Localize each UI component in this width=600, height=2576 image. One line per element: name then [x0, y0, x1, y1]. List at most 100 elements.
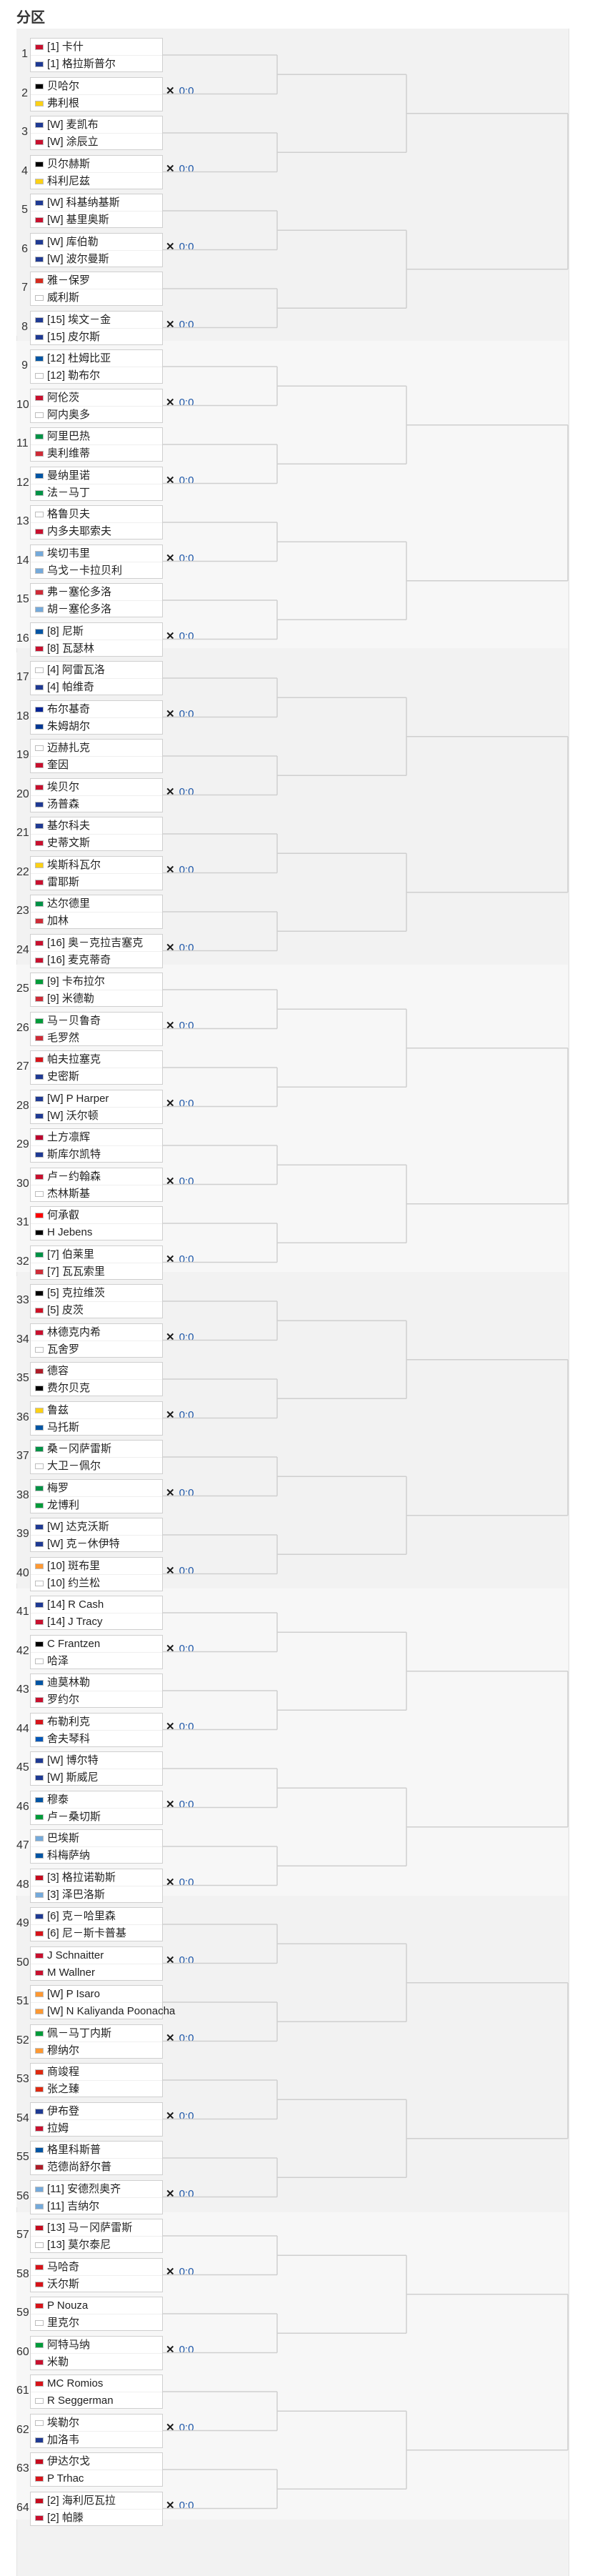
- player-entry[interactable]: [2] 海利厄瓦拉[2] 帕滕: [30, 2491, 163, 2526]
- player-row-top: 商竣程: [31, 2064, 162, 2081]
- player-entry[interactable]: [8] 尼斯[8] 瓦瑟林: [30, 622, 163, 657]
- player-row-top: [W] 达克沃斯: [31, 1518, 162, 1536]
- player-entry[interactable]: [W] 库伯勒[W] 波尔曼斯: [30, 232, 163, 267]
- player-entry[interactable]: 帕夫拉塞克史密斯: [30, 1050, 163, 1085]
- player-entry[interactable]: 马－贝鲁奇毛罗然: [30, 1011, 163, 1046]
- player-entry[interactable]: 卢－约翰森杰林斯基: [30, 1167, 163, 1202]
- player-entry[interactable]: 伊布登拉姆: [30, 2102, 163, 2137]
- seed-number: 49: [16, 1917, 29, 1929]
- player-entry[interactable]: 阿伦茨阿内奥多: [30, 388, 163, 423]
- player-entry[interactable]: 布尔基奇朱姆胡尔: [30, 700, 163, 735]
- player-entry[interactable]: 迪莫林勒罗约尔: [30, 1674, 163, 1708]
- seed-number: 58: [16, 2267, 29, 2280]
- player-entry[interactable]: [W] 麦凯布[W] 涂辰立: [30, 116, 163, 150]
- player-entry[interactable]: 佩－马丁内斯穆纳尔: [30, 2024, 163, 2059]
- player-name: 加林: [47, 915, 69, 927]
- player-entry[interactable]: [14] R Cash[14] J Tracy: [30, 1596, 163, 1630]
- flag-icon: [35, 879, 44, 885]
- player-entry[interactable]: [12] 杜姆比亚[12] 勒布尔: [30, 349, 163, 384]
- player-name: 梅罗: [47, 1481, 69, 1494]
- player-entry[interactable]: [W] 博尔特[W] 斯威尼: [30, 1751, 163, 1786]
- player-entry[interactable]: 巴埃斯科梅萨纳: [30, 1829, 163, 1864]
- player-entry[interactable]: 穆泰卢－桑切斯: [30, 1790, 163, 1825]
- player-entry[interactable]: [4] 阿雷瓦洛[4] 帕维奇: [30, 661, 163, 695]
- player-name: 鲁兹: [47, 1403, 69, 1416]
- player-entry[interactable]: 桑－冈萨雷斯大卫－佩尔: [30, 1440, 163, 1474]
- player-entry[interactable]: [W] P Isaro[W] N Kaliyanda Poonacha: [30, 1985, 175, 2019]
- flag-icon: [35, 996, 44, 1003]
- player-entry[interactable]: 商竣程张之臻: [30, 2063, 163, 2097]
- player-entry[interactable]: [6] 克－哈里森[6] 尼－斯卡普基: [30, 1907, 163, 1941]
- player-entry[interactable]: 弗－塞伦多洛胡－塞伦多洛: [30, 583, 163, 617]
- player-entry[interactable]: [13] 马－冈萨雷斯[13] 莫尔泰尼: [30, 2219, 163, 2253]
- player-name: 贝哈尔: [47, 79, 80, 92]
- player-entry[interactable]: [11] 安德烈奥齐 [11] 吉纳尔: [30, 2179, 163, 2215]
- player-entry[interactable]: 曼纳里诺法－马丁: [30, 466, 163, 501]
- player-entry[interactable]: 格鲁贝夫内多夫耶索夫: [30, 505, 163, 539]
- player-row-bottom: 史蒂文斯: [31, 835, 162, 852]
- player-entry[interactable]: 埃切韦里乌戈－卡拉贝利: [30, 544, 163, 579]
- flag-icon: [35, 2225, 44, 2232]
- player-entry[interactable]: 埃贝尔汤普森: [30, 777, 163, 812]
- player-entry[interactable]: [1] 卡什[1] 格拉斯普尔: [30, 38, 163, 72]
- player-row-bottom: [1] 格拉斯普尔: [31, 56, 162, 73]
- player-entry[interactable]: [W] 科基纳基斯[W] 基里奥斯: [30, 194, 163, 228]
- flag-icon: [35, 2203, 44, 2209]
- player-entry[interactable]: 马哈奇沃尔斯: [30, 2257, 163, 2292]
- player-entry[interactable]: 林德克内希瓦舍罗: [30, 1323, 163, 1358]
- flag-icon: [35, 1095, 44, 1102]
- player-entry[interactable]: 埃勒尔加洛韦: [30, 2413, 163, 2448]
- player-entry[interactable]: 雅－保罗威利斯: [30, 272, 163, 306]
- player-entry[interactable]: [7] 伯莱里[7] 瓦瓦索里: [30, 1245, 163, 1280]
- flag-icon: [35, 1602, 44, 1608]
- player-entry[interactable]: [5] 克拉维茨[5] 皮茨: [30, 1284, 163, 1318]
- player-entry[interactable]: 阿特马纳米勒: [30, 2335, 163, 2371]
- player-entry[interactable]: 埃斯科瓦尔雷耶斯: [30, 855, 163, 890]
- player-entry[interactable]: 阿里巴热奥利维蒂: [30, 427, 163, 462]
- player-entry[interactable]: 贝哈尔弗利根: [30, 76, 163, 111]
- flag-icon: [35, 1230, 44, 1236]
- player-entry[interactable]: 格里科斯普范德尚舒尔普: [30, 2141, 163, 2175]
- player-entry[interactable]: [15] 埃文－金[15] 皮尔斯: [30, 310, 163, 345]
- player-name: [11] 安德烈奥齐: [47, 2182, 121, 2195]
- player-row-top: 贝尔赫斯: [31, 156, 162, 173]
- player-entry[interactable]: 德容费尔贝克: [30, 1362, 163, 1396]
- player-name: 张之臻: [47, 2083, 80, 2095]
- player-entry[interactable]: [9] 卡布拉尔[9] 米德勒: [30, 973, 163, 1007]
- flag-icon: [35, 1697, 44, 1704]
- flag-icon: [35, 957, 44, 963]
- player-entry[interactable]: [W] P Harper[W] 沃尔顿: [30, 1089, 163, 1124]
- player-entry[interactable]: 鲁兹马托斯: [30, 1401, 163, 1436]
- flag-icon: [35, 1152, 44, 1158]
- player-row-bottom: 马托斯: [31, 1419, 162, 1436]
- player-entry[interactable]: 梅罗龙博利: [30, 1478, 163, 1513]
- player-entry[interactable]: [3] 格拉诺勒斯[3] 泽巴洛斯: [30, 1868, 163, 1903]
- player-name: P Nouza: [47, 2299, 89, 2312]
- player-name: 佩－马丁内斯: [47, 2027, 112, 2039]
- player-name: [4] 帕维奇: [47, 681, 94, 693]
- player-entry[interactable]: 达尔德里加林: [30, 895, 163, 929]
- flag-icon: [35, 1213, 44, 1219]
- player-row-bottom: 米勒: [31, 2354, 162, 2371]
- player-entry[interactable]: [10] 斑布里[10] 约兰松: [30, 1556, 163, 1591]
- player-name: 弗利根: [47, 96, 80, 109]
- player-row-top: 卢－约翰森: [31, 1168, 162, 1185]
- player-row-top: 埃勒尔: [31, 2415, 162, 2432]
- player-entry[interactable]: [W] 达克沃斯[W] 克－休伊特: [30, 1518, 163, 1552]
- player-entry[interactable]: 贝尔赫斯科利尼兹: [30, 154, 163, 189]
- player-entry[interactable]: 布勒利克舍夫琴科: [30, 1712, 163, 1747]
- player-row-bottom: [11] 吉纳尔: [31, 2198, 162, 2215]
- flag-icon: [35, 1775, 44, 1781]
- player-entry[interactable]: 基尔科夫史蒂文斯: [30, 817, 163, 851]
- player-row-top: 土方凛辉: [31, 1129, 162, 1146]
- player-entry[interactable]: 迈赫扎克奎因: [30, 739, 163, 773]
- player-entry[interactable]: 土方凛辉斯库尔凯特: [30, 1128, 163, 1163]
- player-entry[interactable]: [16] 奥－克拉吉塞克[16] 麦克蒂奇: [30, 933, 163, 968]
- player-row-top: [11] 安德烈奥齐: [31, 2181, 162, 2198]
